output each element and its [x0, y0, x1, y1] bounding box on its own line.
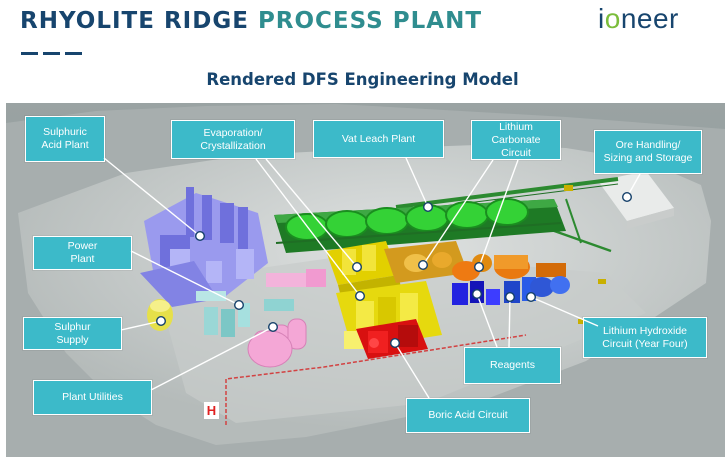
title-part-2: PROCESS PLANT: [257, 8, 483, 34]
label-reagents: Reagents: [464, 347, 561, 384]
label-boric-acid-circuit: Boric Acid Circuit: [406, 398, 530, 433]
ioneer-logo: ioneer: [598, 3, 679, 34]
page-subtitle: Rendered DFS Engineering Model: [206, 70, 519, 89]
label-evaporation-crystallization: Evaporation/ Crystallization: [171, 120, 295, 159]
label-vat-leach-plant: Vat Leach Plant: [313, 120, 444, 158]
title-divider-dash: [43, 52, 60, 55]
title-divider-dash: [65, 52, 82, 55]
title-part-1: RHYOLITE RIDGE: [20, 8, 249, 34]
label-plant-utilities: Plant Utilities: [33, 380, 152, 415]
label-sulphuric-acid-plant: Sulphuric Acid Plant: [25, 116, 105, 162]
helipad: H: [204, 402, 219, 419]
label-power-plant: Power Plant: [33, 236, 132, 270]
page-title: RHYOLITE RIDGE PROCESS PLANT: [20, 8, 482, 34]
label-ore-handling: Ore Handling/ Sizing and Storage: [594, 130, 702, 174]
helipad-letter: H: [207, 403, 216, 418]
label-lithium-carbonate-circuit: Lithium Carbonate Circuit: [471, 120, 561, 160]
title-divider-dash: [21, 52, 38, 55]
label-lithium-hydroxide-circuit: Lithium Hydroxide Circuit (Year Four): [583, 317, 707, 358]
sulphur-supply-tank: [147, 299, 173, 331]
label-sulphur-supply: Sulphur Supply: [23, 317, 122, 350]
